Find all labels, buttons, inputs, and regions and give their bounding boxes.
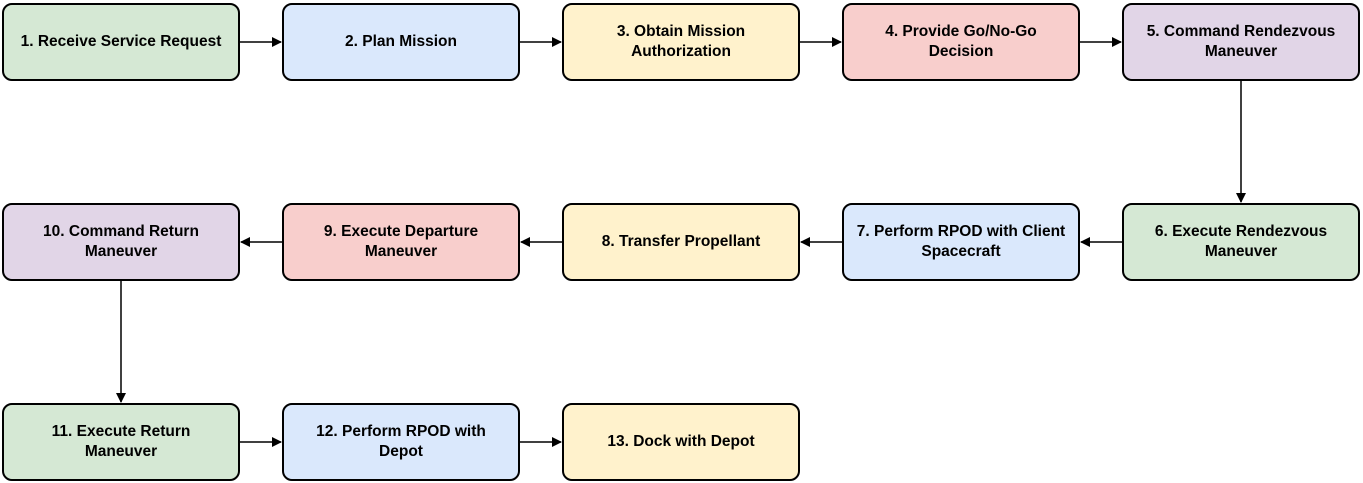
step-label: 3. Obtain Mission Authorization [616, 23, 746, 60]
step-4-provide-go-no-go-decision: 4. Provide Go/No-Go Decision [842, 3, 1080, 81]
step-11-execute-return-maneuver: 11. Execute Return Maneuver [2, 403, 240, 481]
step-10-command-return-maneuver: 10. Command Return Maneuver [2, 203, 240, 281]
step-label: 8. Transfer Propellant [601, 233, 761, 250]
step-label: 12. Perform RPOD with Depot [316, 423, 486, 460]
step-13-dock-with-depot: 13. Dock with Depot [562, 403, 800, 481]
step-2-plan-mission: 2. Plan Mission [282, 3, 520, 81]
step-label: 10. Command Return Maneuver [43, 223, 199, 260]
step-5-command-rendezvous-maneuver: 5. Command Rendezvous Maneuver [1122, 3, 1360, 81]
step-label: 9. Execute Departure Maneuver [323, 223, 479, 260]
step-label: 11. Execute Return Maneuver [51, 423, 191, 460]
step-label: 1. Receive Service Request [20, 33, 222, 50]
step-label: 5. Command Rendezvous Maneuver [1146, 23, 1336, 60]
step-label: 6. Execute Rendezvous Maneuver [1154, 223, 1328, 260]
step-1-receive-service-request: 1. Receive Service Request [2, 3, 240, 81]
step-3-obtain-mission-authorization: 3. Obtain Mission Authorization [562, 3, 800, 81]
step-12-perform-rpod-with-depot: 12. Perform RPOD with Depot [282, 403, 520, 481]
step-label: 2. Plan Mission [345, 33, 457, 50]
step-8-transfer-propellant: 8. Transfer Propellant [562, 203, 800, 281]
step-label: 7. Perform RPOD with Client Spacecraft [856, 223, 1066, 260]
step-9-execute-departure-maneuver: 9. Execute Departure Maneuver [282, 203, 520, 281]
step-7-perform-rpod-with-client-spacecraft: 7. Perform RPOD with Client Spacecraft [842, 203, 1080, 281]
step-label: 4. Provide Go/No-Go Decision [885, 23, 1037, 60]
step-label: 13. Dock with Depot [607, 433, 755, 450]
step-6-execute-rendezvous-maneuver: 6. Execute Rendezvous Maneuver [1122, 203, 1360, 281]
